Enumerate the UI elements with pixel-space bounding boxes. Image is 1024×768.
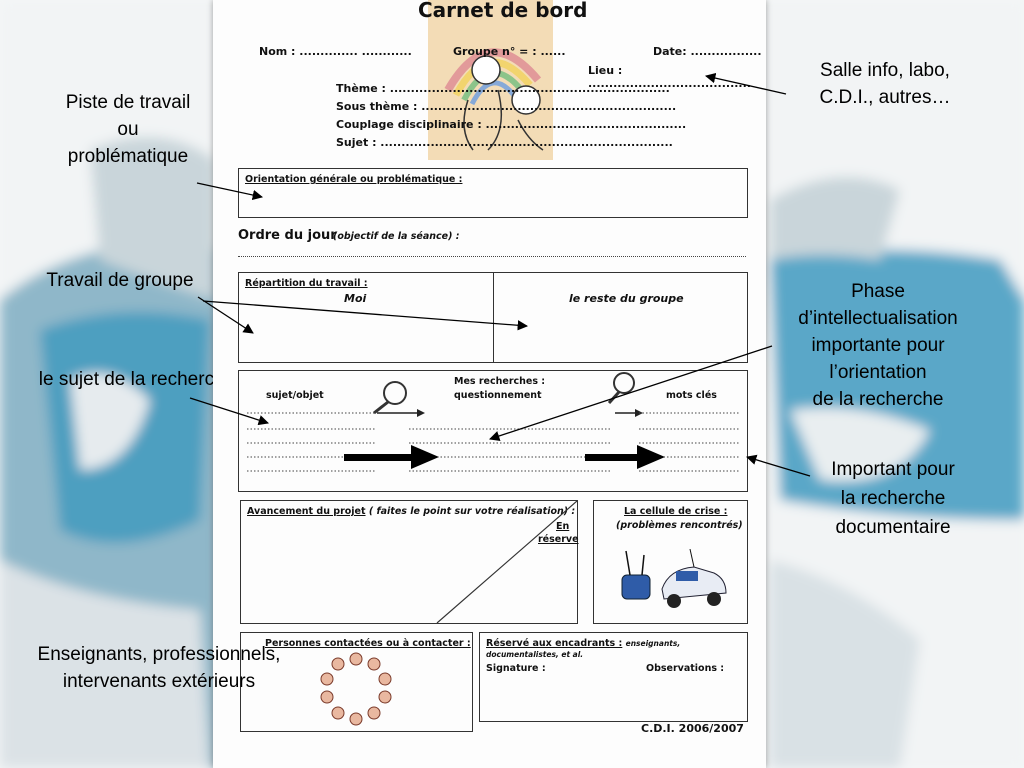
ordre-label: Ordre du jour xyxy=(238,228,337,243)
observations-label: Observations : xyxy=(646,663,725,674)
annotation-line: Phase xyxy=(851,281,905,302)
annotation-line: importante pour xyxy=(811,335,945,356)
annotation-phase: Phase d’intellectualisation importante p… xyxy=(768,278,988,413)
cellule-box: La cellule de crise : (problèmes rencont… xyxy=(593,500,748,624)
orientation-label: Orientation générale ou problématique : xyxy=(245,174,463,185)
annotation-line: l’orientation xyxy=(829,362,927,383)
annotation-line: ou xyxy=(117,119,139,140)
avancement-title: Avancement du projet xyxy=(247,506,366,517)
annotation-line: la recherche xyxy=(840,488,946,509)
annotation-line: documentaire xyxy=(835,517,951,538)
reserve-label: réserve xyxy=(538,534,579,545)
encadrants-sub: enseignants, documentalistes, et al. xyxy=(486,639,681,659)
en-label: En xyxy=(556,521,570,532)
children-illustration xyxy=(428,0,553,160)
annotation-line: intervenants extérieurs xyxy=(62,671,256,692)
annotation-salle: Salle info, labo, C.D.I., autres… xyxy=(790,57,980,111)
annotation-piste: Piste de travail ou problématique xyxy=(38,89,218,170)
problemes-label: (problèmes rencontrés) xyxy=(616,520,743,531)
repartition-box: Répartition du travail : Moi le reste du… xyxy=(238,272,748,363)
annotation-sujet-recherche: le sujet de la recherche xyxy=(38,369,236,390)
annotation-line: C.D.I., autres… xyxy=(819,87,951,108)
date-field[interactable]: Date: ................. xyxy=(653,45,762,58)
sous-theme-field[interactable]: Sous thème : ...........................… xyxy=(336,100,677,113)
annotation-line: Enseignants, professionnels, xyxy=(37,644,281,665)
annotation-line: Salle info, labo, xyxy=(820,60,950,81)
encadrants-label: Réservé aux encadrants : enseignants, do… xyxy=(486,638,747,660)
reste-label: le reste du groupe xyxy=(569,292,684,305)
orientation-box[interactable]: Orientation générale ou problématique : xyxy=(238,168,748,218)
annotation-travail-groupe: Travail de groupe xyxy=(46,270,194,291)
people-circle-illustration xyxy=(320,652,392,726)
annotation-important: Important pour la recherche documentaire xyxy=(800,455,986,542)
ordre-line[interactable] xyxy=(238,256,746,257)
rc-car-illustration xyxy=(621,549,727,608)
couplage-field[interactable]: Couplage disciplinaire : ...............… xyxy=(336,118,687,131)
moi-label: Moi xyxy=(344,292,367,305)
annotation-line: d’intellectualisation xyxy=(798,308,958,329)
personnes-label: Personnes contactées ou à contacter : xyxy=(265,638,471,649)
form-title: Carnet de bord xyxy=(418,0,588,22)
groupe-field[interactable]: Groupe n° = : ...... xyxy=(453,45,566,58)
sujet-field[interactable]: Sujet : ................................… xyxy=(336,136,673,149)
annotation-enseignants: Enseignants, professionnels, intervenant… xyxy=(4,641,314,695)
nom-field[interactable]: Nom : .............. ............ xyxy=(259,45,412,58)
avancement-sub: ( faites le point sur votre réalisation)… xyxy=(368,506,576,517)
footer-label: C.D.I. 2006/2007 xyxy=(641,722,744,735)
ordre-sub: (objectif de la séance) : xyxy=(333,231,460,242)
repartition-label: Répartition du travail : xyxy=(245,278,368,289)
annotation-line: problématique xyxy=(67,146,189,167)
annotation-line: Important pour xyxy=(831,459,955,480)
repartition-divider xyxy=(493,273,495,362)
recherches-box: sujet/objet Mes recherches : questionnem… xyxy=(238,370,748,492)
avancement-label: Avancement du projet ( faites le point s… xyxy=(247,506,575,517)
encadrants-box: Réservé aux encadrants : enseignants, do… xyxy=(479,632,748,722)
cellule-label: La cellule de crise : xyxy=(624,506,728,517)
signature-label: Signature : xyxy=(486,663,546,674)
sujet-objet-label: sujet/objet xyxy=(266,390,324,401)
avancement-diagonal xyxy=(436,501,577,623)
encadrants-title: Réservé aux encadrants : xyxy=(486,638,623,649)
recherches-drawing xyxy=(247,372,739,472)
annotation-line: Piste de travail xyxy=(65,92,191,113)
personnes-box: Personnes contactées ou à contacter : xyxy=(240,632,473,732)
annotation-line: de la recherche xyxy=(812,389,944,410)
avancement-box: Avancement du projet ( faites le point s… xyxy=(240,500,579,624)
theme-field[interactable]: Thème : ................................… xyxy=(336,82,670,95)
